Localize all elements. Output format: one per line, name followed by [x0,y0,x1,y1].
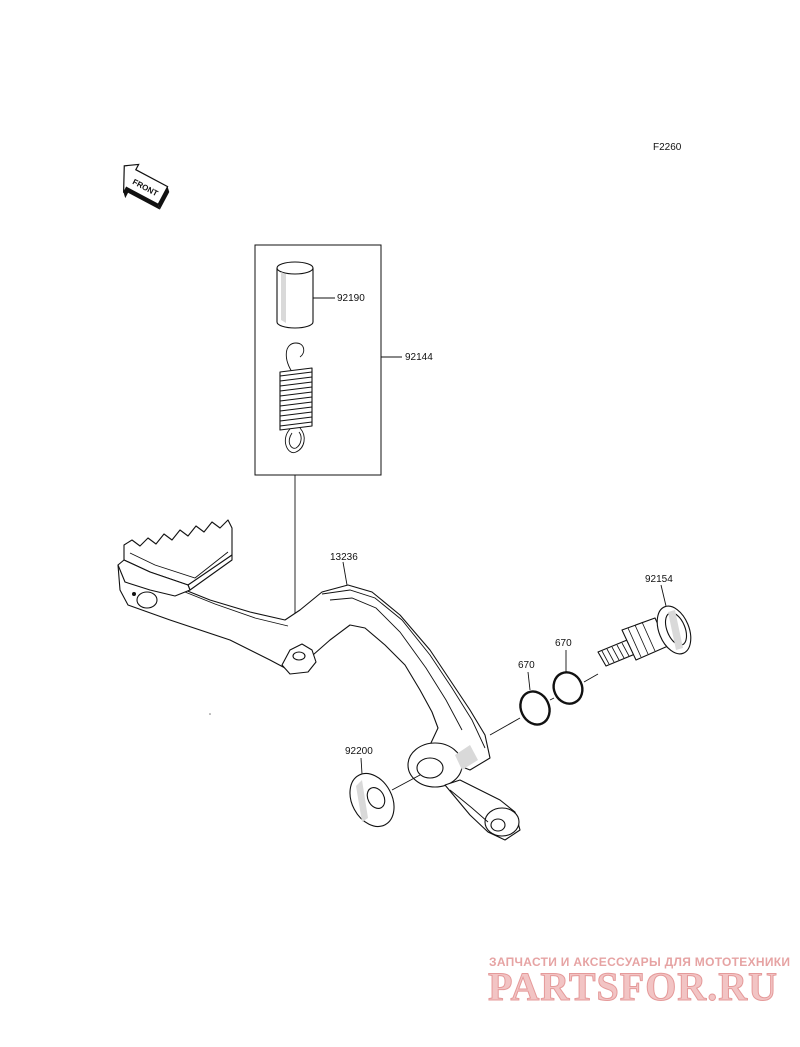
diagram-code: F2260 [653,142,682,153]
watermark-brand: PARTSFOR.RU [488,964,778,1009]
oring-670-right [552,671,584,705]
label-670-left: 670 [518,660,535,671]
washer-92200 [349,773,395,827]
label-92144: 92144 [405,352,433,363]
label-670-right: 670 [555,638,572,649]
label-92154: 92154 [645,574,673,585]
sleeve-92190 [276,261,314,329]
spring [279,342,313,454]
front-arrow-icon: FRONT [122,163,170,210]
brake-pedal-13236 [117,519,521,841]
pivot-bolt-92154 [597,605,692,667]
label-92200: 92200 [345,746,373,757]
oring-670-left [519,690,551,726]
spring-set-box [254,244,382,476]
label-92190: 92190 [337,293,365,304]
watermark-tagline: ЗАПЧАСТИ И АКСЕССУАРЫ ДЛЯ МОТОТЕХНИКИ [489,955,790,969]
label-13236: 13236 [330,552,358,563]
